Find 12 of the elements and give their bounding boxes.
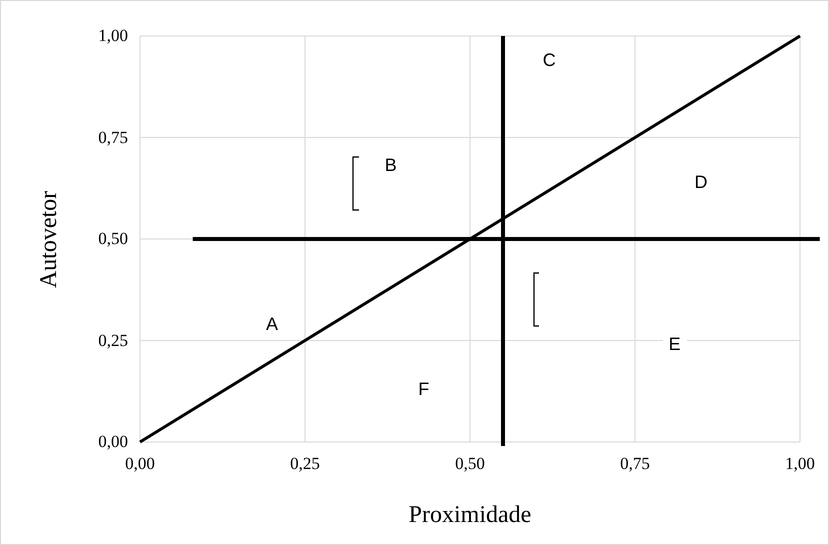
y-tick-label: 0,50	[98, 229, 128, 249]
y-axis-title: Autovetor	[36, 190, 64, 288]
x-tick-label: 0,25	[290, 454, 320, 474]
x-tick-label: 0,75	[620, 454, 650, 474]
x-axis-title: Proximidade	[408, 502, 532, 528]
y-tick-label: 0,25	[98, 330, 128, 350]
y-tick-label: 0,00	[98, 432, 128, 452]
x-tick-label: 0,00	[125, 454, 155, 474]
x-tick-label: 1,00	[785, 454, 815, 474]
y-tick-label: 1,00	[98, 26, 128, 46]
x-tick-label: 0,50	[455, 454, 485, 474]
y-tick-label: 0,75	[98, 128, 128, 148]
